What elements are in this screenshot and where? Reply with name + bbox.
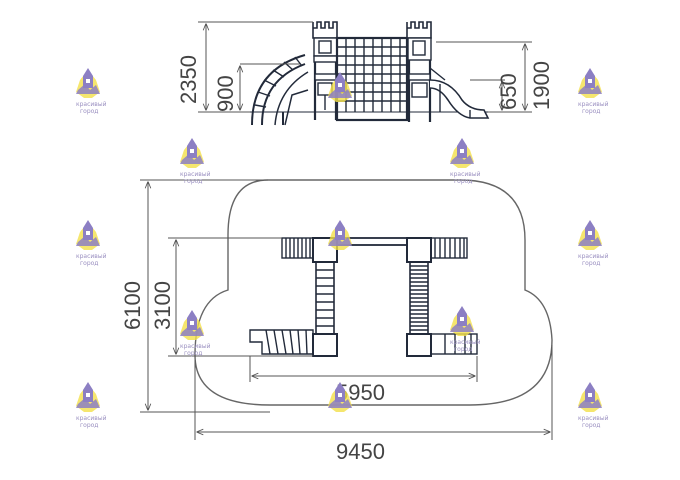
- svg-text:город: город: [454, 178, 472, 185]
- svg-text:город: город: [454, 346, 472, 353]
- plan-dimensions: [140, 179, 553, 440]
- svg-text:красивый: красивый: [180, 171, 211, 178]
- svg-text:красивый: красивый: [76, 253, 107, 260]
- svg-text:красивый: красивый: [450, 339, 481, 346]
- watermark-logo: красивый город: [450, 306, 481, 353]
- watermark-logo: красивый город: [76, 382, 107, 429]
- svg-text:красивый: красивый: [180, 343, 211, 350]
- watermark-logo: красивый город: [578, 382, 609, 429]
- overall-height-label: 2350: [176, 55, 201, 104]
- side-dimensions: [198, 21, 532, 113]
- svg-text:город: город: [80, 108, 98, 115]
- left-top-stairs: [281, 237, 314, 259]
- side-elevation: [198, 21, 490, 126]
- right-vertical-ladder: [409, 261, 429, 335]
- svg-text:красивый: красивый: [578, 253, 609, 260]
- watermark-logo: красивый город: [180, 310, 211, 357]
- plan-view: [194, 179, 553, 406]
- svg-text:город: город: [582, 108, 600, 115]
- right-bottom-slide: [430, 333, 478, 355]
- platform-height-label: 900: [213, 75, 238, 112]
- svg-text:красивый: красивый: [578, 101, 609, 108]
- slide: [429, 67, 490, 119]
- left-bottom-stairs: [249, 329, 314, 355]
- slide-start-height-label: 650: [496, 73, 521, 110]
- svg-text:красивый: красивый: [450, 171, 481, 178]
- svg-text:город: город: [80, 260, 98, 267]
- climbing-net: [335, 36, 409, 122]
- svg-text:город: город: [582, 422, 600, 429]
- svg-text:город: город: [184, 178, 202, 185]
- zone-width-label: 9450: [336, 439, 385, 464]
- curved-ladder: [251, 54, 309, 126]
- zone-depth-label: 6100: [120, 281, 145, 330]
- left-tower: [312, 21, 338, 120]
- watermark-logo: красивый город: [76, 220, 107, 267]
- right-tower: [406, 21, 432, 122]
- watermark-logo: красивый город: [450, 138, 481, 185]
- watermark-logo: красивый город: [578, 68, 609, 115]
- tower-height-label: 1900: [529, 61, 554, 110]
- svg-text:красивый: красивый: [76, 101, 107, 108]
- right-top-stairs: [430, 237, 468, 259]
- watermark-logo: красивый город: [578, 220, 609, 267]
- watermark-logo: красивый город: [76, 68, 107, 115]
- equipment-depth-label: 3100: [150, 281, 175, 330]
- svg-text:город: город: [80, 422, 98, 429]
- watermark-logos: красивый город красивый город красивый г…: [76, 68, 609, 429]
- watermark-logo: красивый город: [180, 138, 211, 185]
- svg-text:город: город: [582, 260, 600, 267]
- safety-zone-outline: [194, 179, 553, 406]
- svg-text:город: город: [184, 350, 202, 357]
- svg-text:красивый: красивый: [578, 415, 609, 422]
- svg-text:красивый: красивый: [76, 415, 107, 422]
